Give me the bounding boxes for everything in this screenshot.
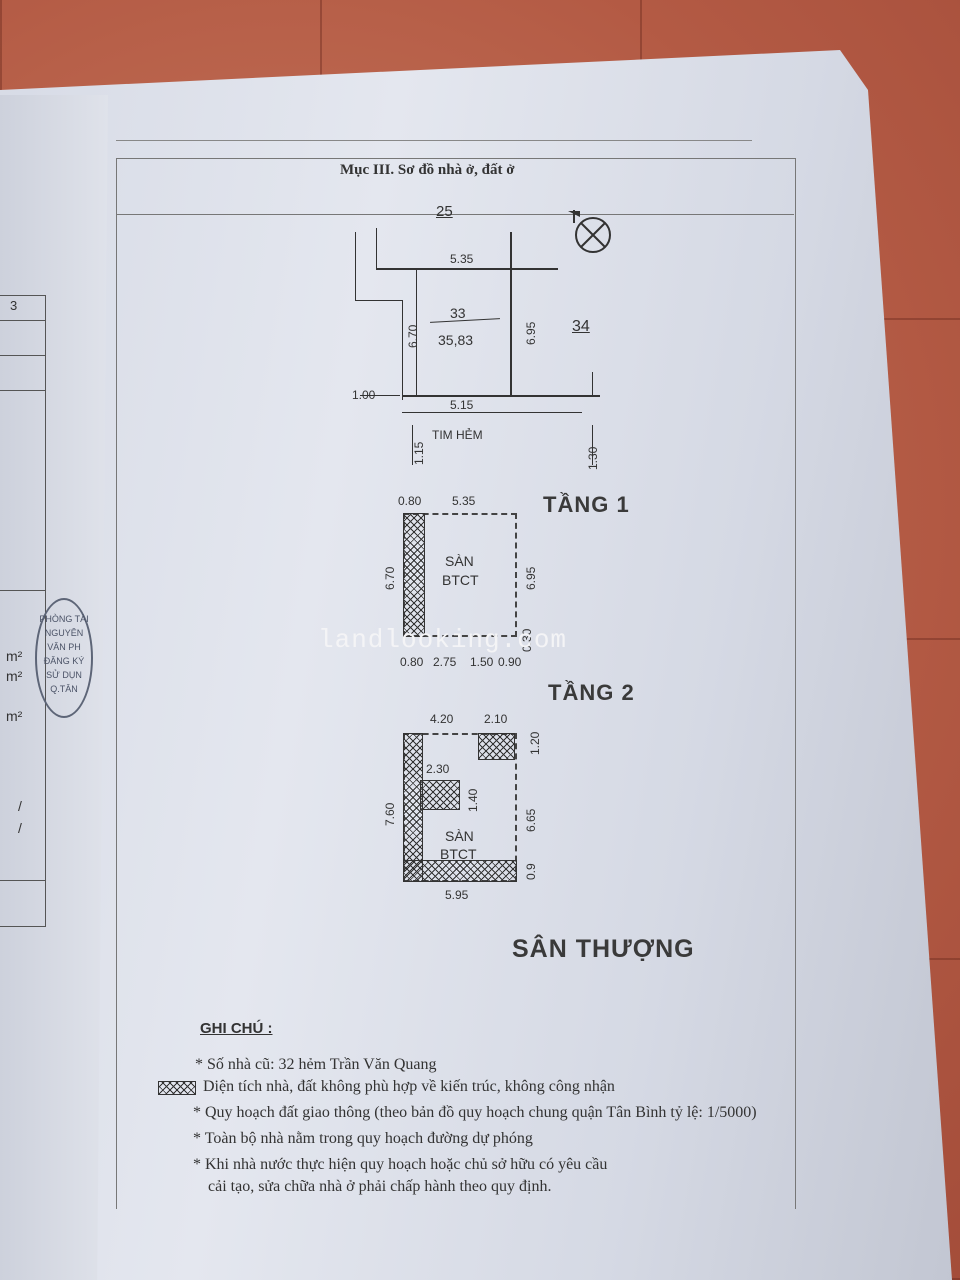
floor2-hatched-inner — [420, 780, 460, 810]
plan-line — [402, 300, 403, 400]
left-table-line — [0, 390, 45, 391]
floor1-dim: 6.70 — [383, 566, 397, 590]
floor2-dim: 2.30 — [426, 762, 450, 776]
floor1-title: TẦNG 1 — [543, 492, 630, 517]
lot-number: 33 — [450, 305, 466, 321]
dim-top: 5.35 — [450, 252, 474, 266]
floor1-dim: 1.50 — [470, 655, 494, 669]
floor1-dim: 2.75 — [433, 655, 457, 669]
diagram-frame — [116, 158, 796, 1209]
floor2-dim: 0.9 — [524, 863, 538, 880]
floor1-label: SÀN — [445, 553, 474, 569]
unit-label: m² — [6, 668, 23, 684]
dim-offset: 1.00 — [352, 388, 376, 402]
compass-icon — [568, 210, 611, 253]
lot-area: 35,83 — [438, 332, 474, 348]
top-rule — [116, 140, 752, 141]
floor1-dim: 5.35 — [452, 494, 476, 508]
plan-line — [402, 412, 582, 413]
plan-line — [510, 232, 512, 395]
plan-line — [402, 395, 600, 397]
floor1-dim: 6.95 — [524, 566, 538, 590]
plan-line — [592, 425, 593, 465]
dim-left: 6.70 — [406, 324, 420, 348]
note-item: * Khi nhà nước thực hiện quy hoạch hoặc … — [193, 1156, 608, 1173]
floor2-dim: 1.40 — [466, 788, 480, 812]
plan-line — [360, 395, 400, 396]
neighbor-lot-top: 25 — [436, 203, 453, 220]
notes-heading: GHI CHÚ : — [200, 1020, 273, 1037]
floor2-label: BTCT — [440, 846, 477, 862]
plan-line — [412, 425, 413, 465]
floor2-label: SÀN — [445, 828, 474, 844]
floor2-dim: 6.65 — [524, 808, 538, 832]
plan-line — [592, 372, 593, 396]
floor2-hatched-bottom — [403, 860, 517, 882]
mark: / — [18, 798, 22, 814]
left-table-line — [0, 355, 45, 356]
road-label: TIM HẺM — [432, 428, 483, 442]
plan-line — [355, 232, 356, 300]
roof-title: SÂN THƯỢNG — [512, 935, 695, 963]
unit-label: m² — [6, 708, 23, 724]
note-item: cải tạo, sửa chữa nhà ở phải chấp hành t… — [208, 1178, 552, 1195]
plan-line — [376, 268, 558, 270]
floor1-label: BTCT — [442, 572, 479, 588]
note-item: * Số nhà cũ: 32 hẻm Trần Văn Quang — [195, 1056, 437, 1073]
floor2-dim: 4.20 — [430, 712, 454, 726]
plan-line — [416, 270, 417, 395]
left-row-number: 3 — [10, 298, 18, 313]
floor2-hatched-corner — [478, 733, 515, 760]
left-table-line — [0, 880, 45, 881]
note-item: * Toàn bộ nhà nằm trong quy hoạch đường … — [193, 1130, 533, 1147]
dim-bottom: 5.15 — [450, 398, 474, 412]
plan-line — [376, 228, 377, 268]
header-divider — [116, 214, 794, 215]
floor1-dim: 0.80 — [398, 494, 422, 508]
dim-road-left: 1.15 — [412, 441, 426, 465]
dim-road-right: 1.30 — [586, 446, 600, 470]
left-table-line — [0, 320, 45, 321]
floor2-dim: 7.60 — [383, 802, 397, 826]
hatch-legend-icon — [158, 1081, 196, 1095]
section-title: Mục III. Sơ đồ nhà ở, đất ở — [340, 162, 515, 178]
floor1-dim: 0.80 — [400, 655, 424, 669]
official-stamp: PHÒNG TÀI NGUYÊN VĂN PH ĐĂNG KÝ SỬ DỤN Q… — [35, 598, 93, 718]
floor2-dim: 5.95 — [445, 888, 469, 902]
floor1-hatched-area — [403, 513, 425, 637]
floor1-dim: 0.90 — [498, 655, 522, 669]
mark: / — [18, 820, 22, 836]
watermark: landlooking.com — [318, 625, 568, 655]
neighbor-lot-right: 34 — [572, 318, 590, 335]
dim-right: 6.95 — [524, 321, 538, 345]
left-table-line — [0, 590, 45, 591]
plan-line — [355, 300, 402, 301]
note-item: * Quy hoạch đất giao thông (theo bản đồ … — [193, 1104, 757, 1121]
unit-label: m² — [6, 648, 23, 664]
note-item: Diện tích nhà, đất không phù hợp về kiến… — [203, 1078, 615, 1095]
floor2-dim: 1.20 — [528, 731, 542, 755]
floor2-title: TẦNG 2 — [548, 680, 635, 705]
floor2-dim: 2.10 — [484, 712, 508, 726]
